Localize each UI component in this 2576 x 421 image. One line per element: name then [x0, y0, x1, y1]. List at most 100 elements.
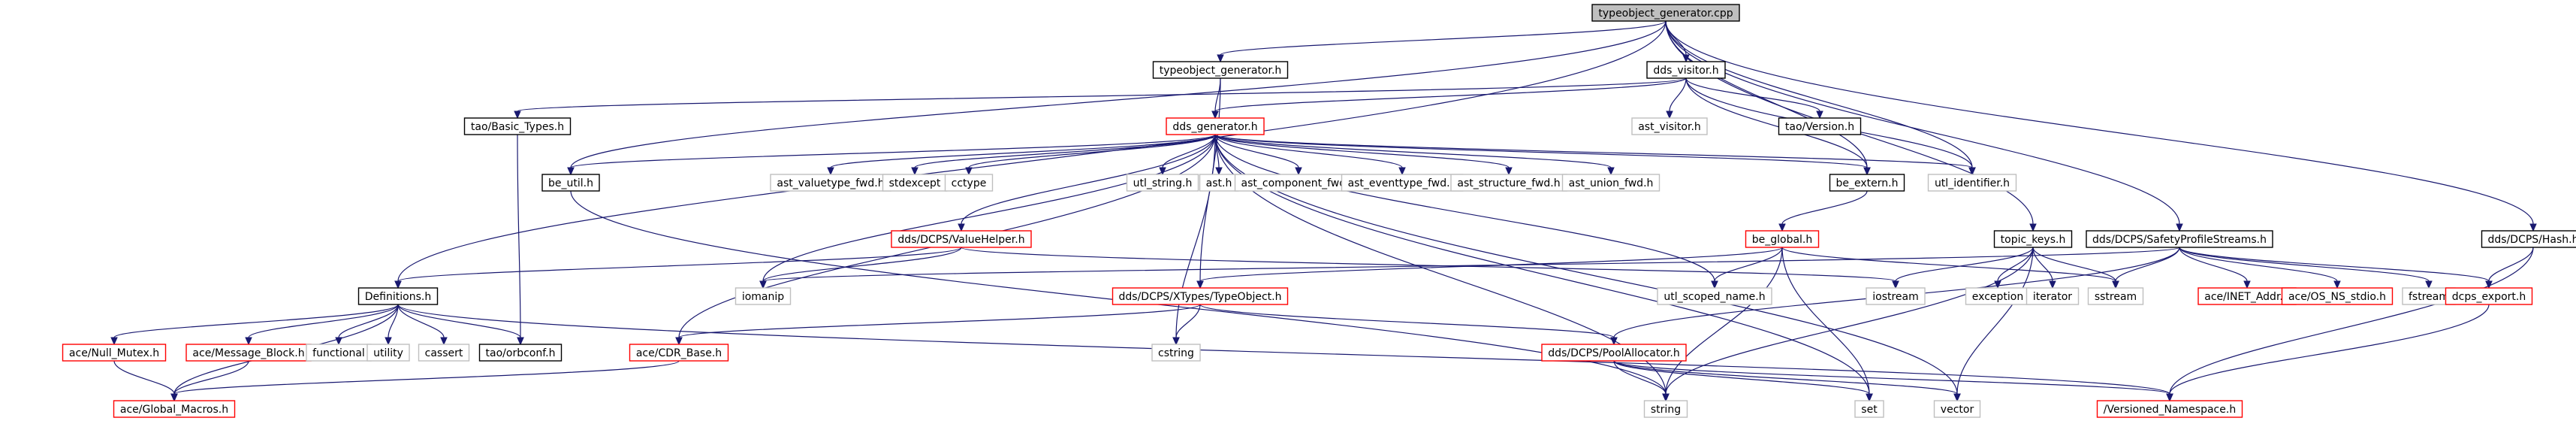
node-sstream: sstream	[2087, 287, 2144, 305]
node-label: ace/Global_Macros.h	[120, 404, 228, 416]
node-label: iostream	[1872, 291, 1919, 303]
edge-dds_generator-to-ast_valuetype_fwd	[827, 134, 1216, 176]
node-label: utl_scoped_name.h	[1664, 291, 1765, 303]
node-cctype: cctype	[944, 174, 994, 192]
node-box	[1854, 400, 1884, 418]
node-ace-message-block-h: ace/Message_Block.h	[186, 344, 312, 362]
node-box	[944, 174, 994, 192]
edge-definitions-to-message_block	[245, 304, 399, 346]
node-cstring: cstring	[1151, 344, 1201, 362]
node-box	[2026, 287, 2080, 305]
node-ace-inet-addr-h: ace/INET_Addr.h	[2197, 287, 2297, 305]
node-box	[2087, 287, 2144, 305]
node-box	[734, 287, 792, 305]
node-utility: utility	[366, 344, 410, 362]
node-dds-generator-h: dds_generator.h	[1166, 117, 1265, 135]
node-utl-string-h: utl_string.h	[1126, 174, 1199, 192]
node-ast-h: ast.h	[1199, 174, 1239, 192]
node-utl-scoped-name-h: utl_scoped_name.h	[1657, 287, 1772, 305]
node-label: utl_string.h	[1133, 177, 1193, 189]
node-label: exception	[1972, 291, 2023, 303]
node-box	[2481, 230, 2576, 248]
node-box	[1829, 174, 1905, 192]
edge-safety_streams-to-iomanip	[759, 247, 2180, 289]
node-label: fstream	[2409, 291, 2449, 303]
node-dds-dcps-poolallocator-h: dds/DCPS/PoolAllocator.h	[1541, 344, 1687, 362]
node-label: ast_structure_fwd.h	[1457, 177, 1560, 189]
node-label: ast_visitor.h	[1638, 121, 1701, 133]
node-box	[357, 287, 439, 305]
node-typeobject-generator-cpp[interactable]: typeobject_generator.cpp	[1591, 4, 1740, 22]
edge-dds_generator-to-ast_component_fwd	[1214, 134, 1302, 176]
node-be-extern-h[interactable]: be_extern.h	[1829, 174, 1905, 192]
edge-pool_allocator-to-vector	[1613, 360, 1961, 402]
node-box	[891, 230, 1032, 248]
edge-null_mutex-to-global_macros	[113, 360, 178, 402]
node-label: ast_union_fwd.h	[1569, 177, 1654, 189]
node-label: ace/OS_NS_stdio.h	[2288, 291, 2386, 303]
node-label: iterator	[2033, 291, 2072, 303]
node-layer: typeobject_generator.cpp typeobject_gener…	[62, 4, 2576, 418]
node-box	[1778, 117, 1862, 135]
node-iomanip: iomanip	[734, 287, 792, 305]
node-box	[62, 344, 167, 362]
edge-topic_keys-to-iterator	[2032, 247, 2056, 289]
node-be-util-h[interactable]: be_util.h	[541, 174, 600, 192]
node-dds-dcps-safetyprofilestreams-h[interactable]: dds/DCPS/SafetyProfileStreams.h	[2086, 230, 2273, 248]
node-label: be_extern.h	[1836, 177, 1899, 189]
edge-dds_generator-to-be_extern	[1214, 134, 1871, 176]
edge-root-to-hash_h	[1665, 20, 2537, 232]
node-ast-structure-fwd-h: ast_structure_fwd.h	[1450, 174, 1567, 192]
node-be-global-h: be_global.h	[1745, 230, 1820, 248]
node-box	[1646, 61, 1726, 79]
node-box	[1166, 117, 1265, 135]
node-box	[463, 117, 572, 135]
edge-topic_keys-to-string	[1662, 247, 2034, 402]
node-box	[629, 344, 729, 362]
node-label: dds/DCPS/PoolAllocator.h	[1548, 347, 1679, 359]
node-dds-dcps-hash-h[interactable]: dds/DCPS/Hash.h	[2481, 230, 2576, 248]
node-box	[1151, 344, 1201, 362]
node-label: dds/DCPS/ValueHelper.h	[897, 234, 1024, 246]
node-box	[1643, 400, 1688, 418]
edge-root-to-be_extern	[1665, 20, 1871, 176]
node-label: dcps_export.h	[2452, 291, 2526, 303]
edge-dds_visitor-to-dds_generator	[1211, 77, 1687, 120]
node-definitions-h[interactable]: Definitions.h	[357, 287, 439, 305]
node-topic-keys-h[interactable]: topic_keys.h	[1993, 230, 2073, 248]
node-label: ast_eventtype_fwd.h	[1348, 177, 1457, 189]
node-typeobject-generator-h[interactable]: typeobject_generator.h	[1152, 61, 1289, 79]
edge-dds_generator-to-utl_scoped_name	[1214, 134, 1718, 289]
edge-pool_allocator-to-versioned_ns	[1613, 360, 2173, 402]
node-label: typeobject_generator.h	[1160, 65, 1282, 77]
edge-dds_generator-to-cctype	[965, 134, 1216, 176]
edge-safety_streams-to-sstream	[2112, 247, 2180, 289]
node-box	[1927, 174, 2017, 192]
edge-be_extern-to-be_global	[1778, 190, 1868, 232]
node-label: cassert	[425, 347, 463, 359]
node-label: stdexcept	[889, 177, 941, 189]
edge-root-to-safety_streams	[1665, 20, 2183, 232]
node-label: ast_valuetype_fwd.h	[777, 177, 884, 189]
node-tao-orbconf-h[interactable]: tao/orbconf.h	[478, 344, 563, 362]
node-label: ace/INET_Addr.h	[2204, 291, 2290, 303]
edge-dds_generator-to-stdexcept	[911, 134, 1216, 176]
node-tao-version-h[interactable]: tao/Version.h	[1778, 117, 1862, 135]
node-tao-basic-types-h[interactable]: tao/Basic_Types.h	[463, 117, 572, 135]
node-iostream: iostream	[1866, 287, 1926, 305]
node-label: utility	[373, 347, 403, 359]
edge-pool_allocator-to-set	[1613, 360, 1873, 402]
edge-definitions-to-cassert	[397, 304, 448, 346]
node-fstream: fstream	[2402, 287, 2456, 305]
edge-tao_basic-to-orbconf	[517, 134, 524, 346]
edge-dds_generator-to-value_helper	[958, 134, 1216, 232]
node-set: set	[1854, 400, 1884, 418]
node-label: ace/CDR_Base.h	[636, 347, 722, 359]
node-ast-component-fwd-h: ast_component_fwd.h	[1234, 174, 1363, 192]
node-label: /Versioned_Namespace.h	[2104, 404, 2236, 416]
node-label: dds/DCPS/Hash.h	[2488, 234, 2576, 246]
node-functional: functional	[306, 344, 372, 362]
node-ace-null-mutex-h: ace/Null_Mutex.h	[62, 344, 167, 362]
node-box	[1561, 174, 1661, 192]
node-dds-visitor-h[interactable]: dds_visitor.h	[1646, 61, 1726, 79]
